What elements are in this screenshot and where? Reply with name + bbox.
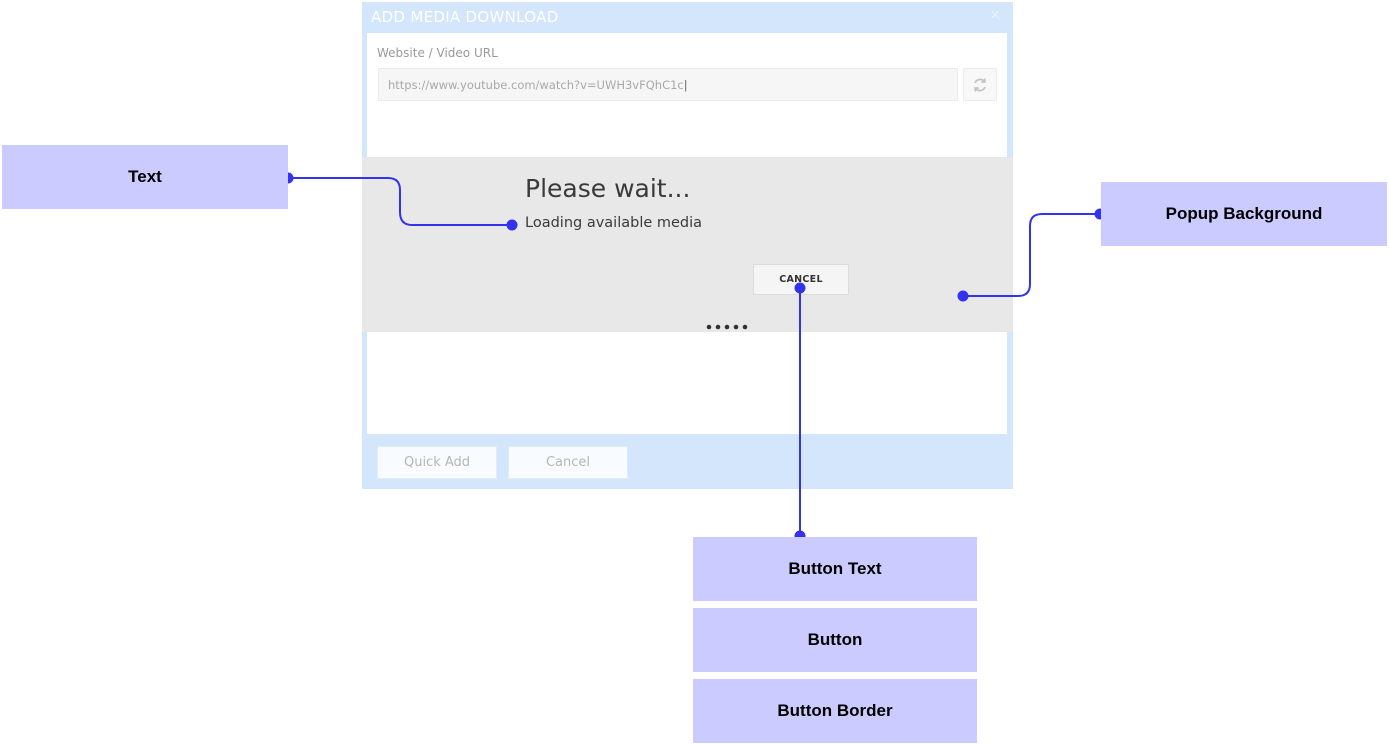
url-input[interactable]: https://www.youtube.com/watch?v=UWH3vFQh… bbox=[378, 68, 958, 101]
media-list-area bbox=[367, 332, 1007, 434]
label-button-text: Button Text bbox=[693, 537, 977, 601]
label-text: Text bbox=[2, 145, 288, 209]
refresh-button[interactable] bbox=[963, 68, 997, 101]
label-button: Button bbox=[693, 608, 977, 672]
popup-background: Please wait... Loading available media C… bbox=[362, 157, 1013, 332]
url-input-value: https://www.youtube.com/watch?v=UWH3vFQh… bbox=[388, 78, 684, 92]
quick-add-button[interactable]: Quick Add bbox=[377, 446, 497, 479]
label-button-border: Button Border bbox=[693, 679, 977, 743]
loading-dots-icon bbox=[706, 324, 748, 330]
popup-text: Loading available media bbox=[525, 215, 703, 231]
label-popup-background: Popup Background bbox=[1101, 182, 1387, 246]
popup-button-text: CANCEL bbox=[779, 274, 823, 285]
dialog-title: ADD MEDIA DOWNLOAD bbox=[371, 8, 559, 26]
popup-cancel-button[interactable]: CANCEL bbox=[753, 264, 849, 295]
url-label: Website / Video URL bbox=[377, 46, 498, 60]
popup-title: Please wait... bbox=[525, 174, 691, 203]
dialog-cancel-button[interactable]: Cancel bbox=[508, 446, 628, 479]
close-icon[interactable]: × bbox=[989, 7, 1001, 23]
refresh-icon bbox=[974, 78, 986, 91]
dialog-body: Website / Video URL https://www.youtube.… bbox=[367, 33, 1007, 158]
